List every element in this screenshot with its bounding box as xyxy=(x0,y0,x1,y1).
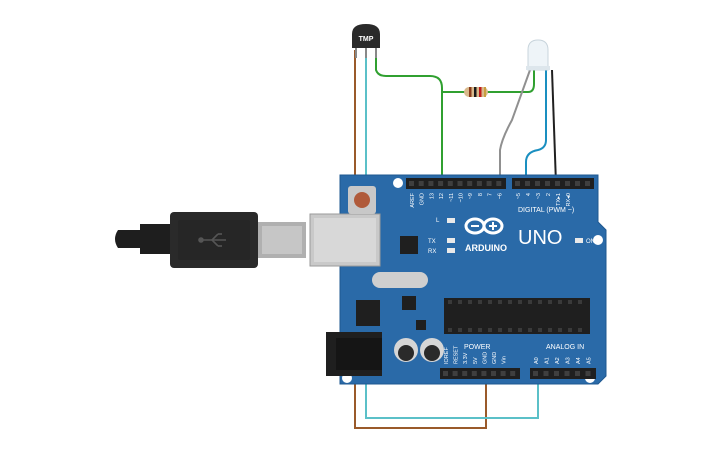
pin-label: ~11 xyxy=(449,193,455,202)
chip-pin xyxy=(528,300,532,304)
chip-pin xyxy=(568,328,572,332)
analog-header xyxy=(530,368,596,379)
led-l-label: L xyxy=(436,218,440,224)
pin-label: A3 xyxy=(566,357,572,364)
power-header xyxy=(440,368,520,379)
chip-pin xyxy=(488,328,492,332)
rgb-led xyxy=(526,39,550,71)
pin-label: A2 xyxy=(555,357,561,364)
on-label: ON xyxy=(586,239,595,245)
usb-icon xyxy=(198,233,226,247)
chip-pin xyxy=(548,300,552,304)
usb-cable xyxy=(115,212,306,268)
pin-label: 5V xyxy=(473,357,479,364)
chip-pin xyxy=(478,328,482,332)
chip-pin xyxy=(508,300,512,304)
pin-label: 3.3V xyxy=(463,352,469,364)
chip-pin xyxy=(448,328,452,332)
pin-label: A0 xyxy=(534,357,540,364)
chip-pin xyxy=(448,300,452,304)
digital-header-left xyxy=(406,178,506,189)
wire-led-pin3 xyxy=(551,69,557,185)
chip-pin xyxy=(518,328,522,332)
pin-label: RX◂0 xyxy=(566,193,572,206)
pin-label: 13 xyxy=(429,193,435,199)
chip-pin xyxy=(478,300,482,304)
wire-tmp-signal xyxy=(375,50,443,184)
chip-pin xyxy=(498,300,502,304)
pin-label: ~6 xyxy=(497,193,503,199)
digital-header-right xyxy=(512,178,594,189)
pin-label: ~10 xyxy=(459,193,465,202)
chip-pin xyxy=(528,328,532,332)
pin-label: 12 xyxy=(439,193,445,199)
chip-pin xyxy=(508,328,512,332)
led-rx-label: RX xyxy=(428,249,436,255)
temperature-sensor: TMP xyxy=(352,24,380,58)
chip-pin xyxy=(538,328,542,332)
pin-label: 2 xyxy=(546,193,552,196)
pin-label: ~3 xyxy=(536,193,542,199)
crystal xyxy=(372,272,428,288)
chip-pin xyxy=(498,328,502,332)
chip-pin xyxy=(468,300,472,304)
chip-pin xyxy=(538,300,542,304)
pin-label: TX▸1 xyxy=(556,193,562,206)
chip-pin xyxy=(578,300,582,304)
model-label: UNO xyxy=(518,227,562,249)
chip-pin xyxy=(468,328,472,332)
chip-pin xyxy=(458,300,462,304)
led-tx-label: TX xyxy=(428,239,436,245)
pin-label: IOREF xyxy=(444,347,450,364)
chip-pin xyxy=(558,300,562,304)
pin-label: 8 xyxy=(478,193,484,196)
pin-label: A4 xyxy=(576,357,582,364)
arduino-infinity-logo xyxy=(464,217,504,235)
chip-pin xyxy=(458,328,462,332)
chip-pin xyxy=(488,300,492,304)
pin-label: GND xyxy=(420,193,426,205)
pin-label: GND xyxy=(492,352,498,364)
chip-pin xyxy=(548,328,552,332)
wire-led-pin8 xyxy=(499,69,531,184)
power-label: POWER xyxy=(464,344,490,351)
pin-label: AREF xyxy=(410,192,416,207)
pin-label: Vin xyxy=(502,356,508,364)
brand-label: ARDUINO xyxy=(465,243,507,253)
pin-label: A5 xyxy=(587,357,593,364)
wire-resistor-led xyxy=(442,70,535,93)
pin-label: 7 xyxy=(488,193,494,196)
resistor xyxy=(464,87,488,97)
pin-label: ~9 xyxy=(468,193,474,199)
chip-pin xyxy=(568,300,572,304)
chip-pin xyxy=(578,328,582,332)
digital-label: DIGITAL (PWM ~) xyxy=(518,207,574,214)
pin-label: RESET xyxy=(454,345,460,364)
pin-label: 4 xyxy=(526,193,532,196)
chip-pin xyxy=(558,328,562,332)
pin-label: A1 xyxy=(545,357,551,364)
analog-label: ANALOG IN xyxy=(546,344,584,351)
pin-label: ~5 xyxy=(516,193,522,199)
wire-led-pin6 xyxy=(525,70,547,184)
sensor-label: TMP xyxy=(359,36,374,43)
pin-label: GND xyxy=(482,352,488,364)
chip-pin xyxy=(518,300,522,304)
